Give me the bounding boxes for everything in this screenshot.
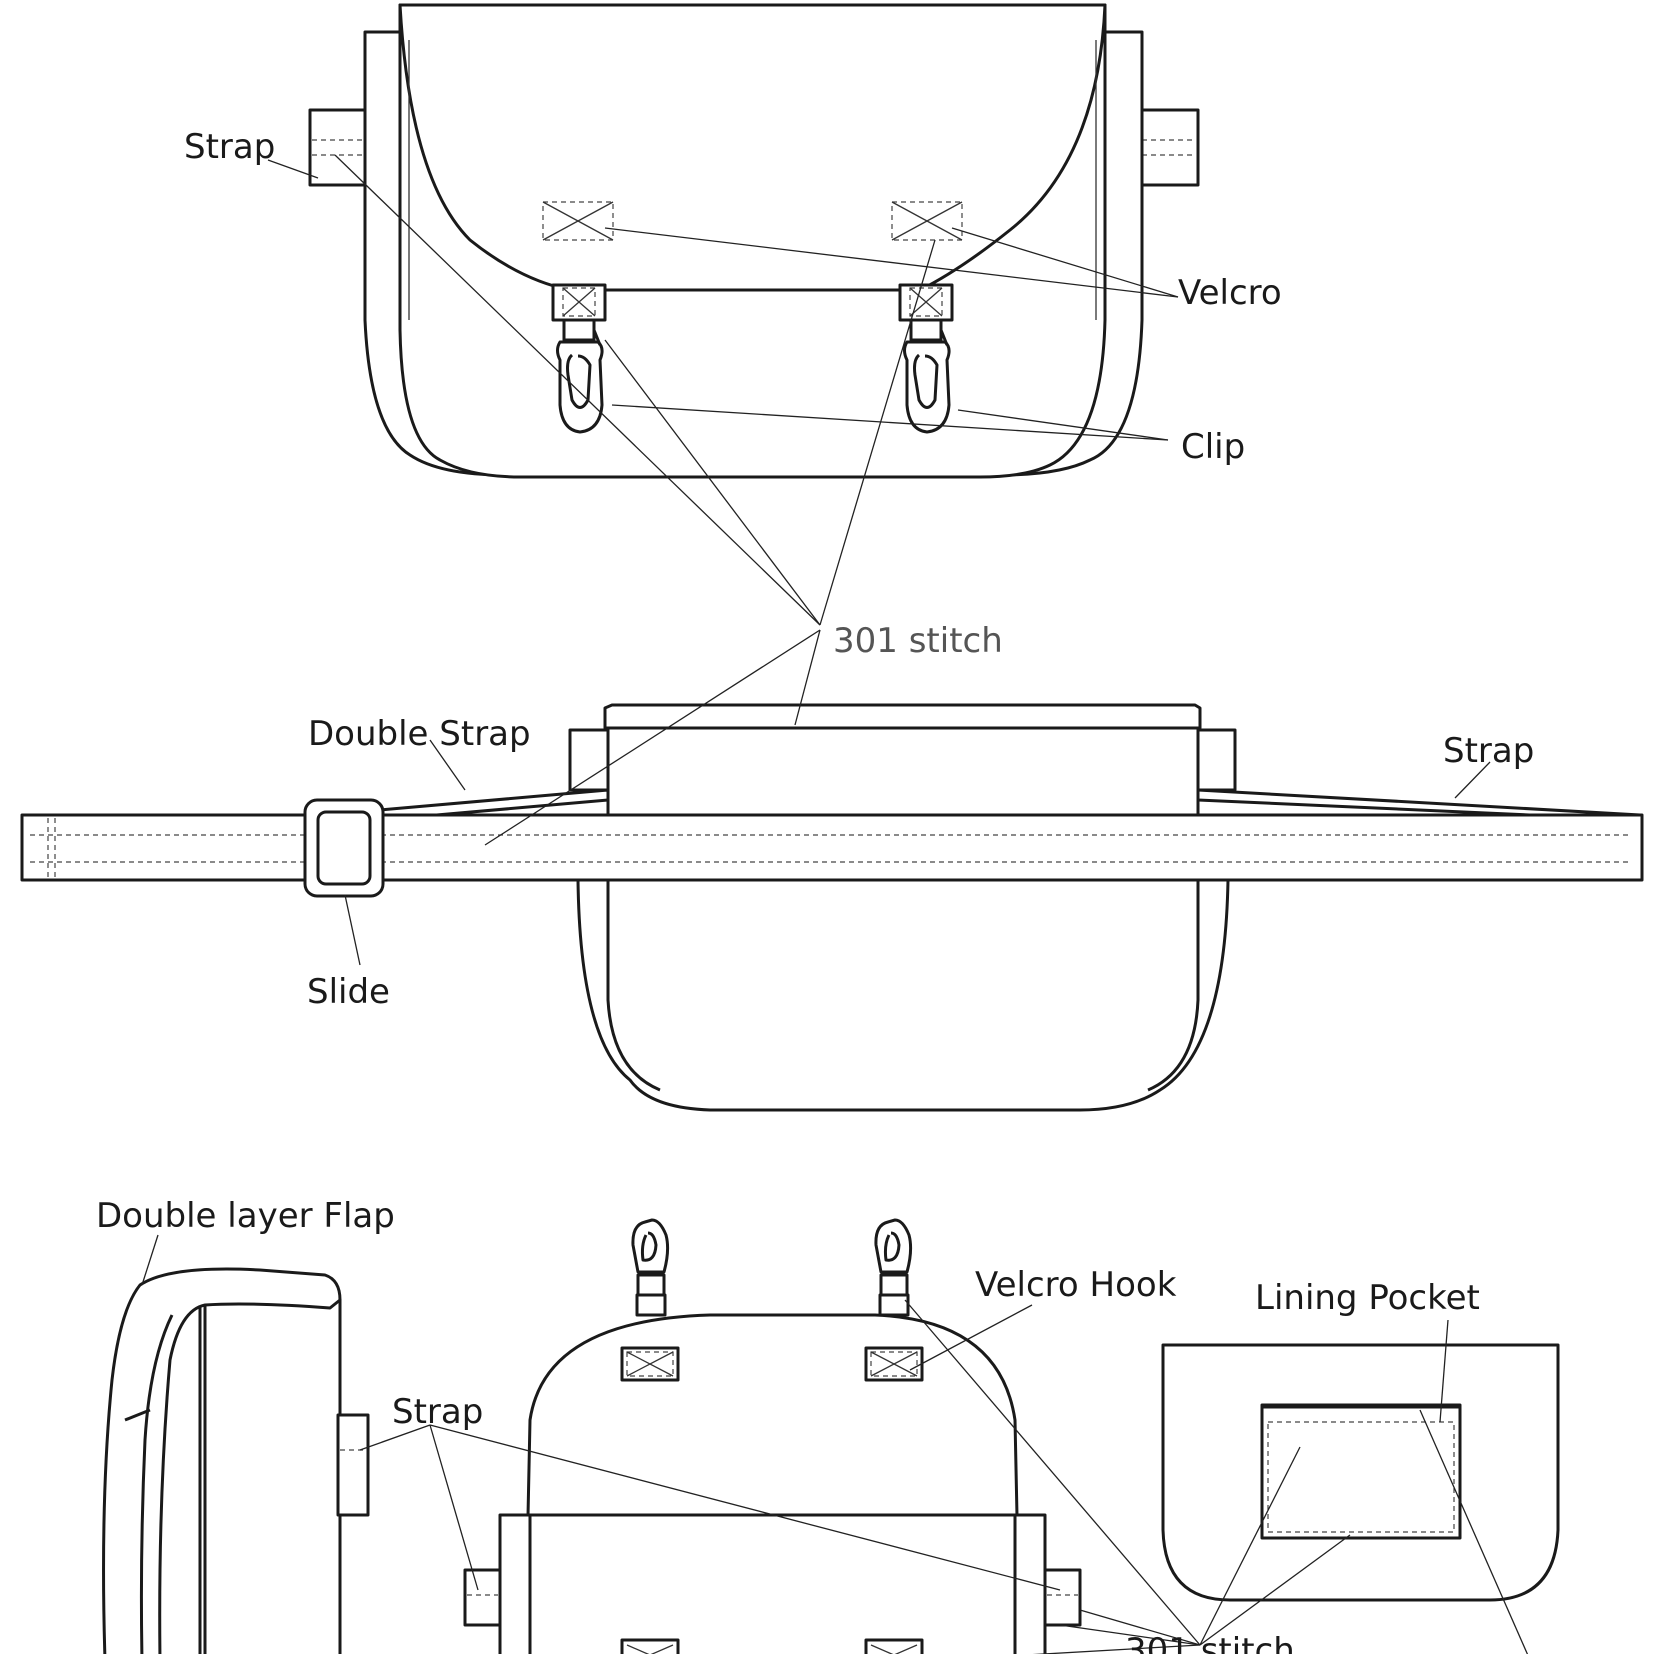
- label-strap-bottom: Strap: [392, 1392, 483, 1432]
- open-view-strap-tab-right: [1043, 1568, 1082, 1627]
- open-view-strap-tab-left: [463, 1568, 502, 1627]
- front-view: [308, 3, 1200, 479]
- velcro-patch-lower-right: [864, 1638, 924, 1654]
- front-right-strap-tab: [1138, 108, 1200, 187]
- label-double-layer-flap: Double layer Flap: [96, 1196, 395, 1236]
- side-profile-flap: [102, 1267, 342, 1654]
- label-clip: Clip: [1181, 427, 1245, 467]
- label-velcro: Velcro: [1178, 273, 1282, 313]
- side-profile-strap-tab: [336, 1413, 370, 1517]
- label-velcro-hook: Velcro Hook: [975, 1265, 1177, 1305]
- velcro-hook-patch-left: [620, 1346, 680, 1382]
- slide-buckle: [303, 798, 385, 898]
- open-view-clip-right: [874, 1218, 913, 1317]
- open-view-front-panel: [498, 1513, 1047, 1654]
- label-301-stitch-top: 301 stitch: [833, 621, 1003, 661]
- leader-lines: [141, 154, 1529, 1654]
- label-slide: Slide: [307, 972, 390, 1012]
- front-clip-left: [556, 318, 604, 434]
- strap-view-bag-body: [576, 878, 1230, 1112]
- lining-pocket: [1260, 1403, 1462, 1540]
- front-velcro-patch-left: [542, 201, 614, 241]
- velcro-patch-lower-left: [620, 1638, 680, 1654]
- open-view-clip-left: [631, 1218, 670, 1317]
- front-velcro-patch-right: [891, 201, 963, 241]
- labels: Strap Velcro Clip 301 stitch Double Stra…: [96, 127, 1534, 1654]
- strap-view: [20, 703, 1644, 1112]
- velcro-hook-patch-right: [864, 1346, 924, 1382]
- long-strap: [20, 813, 1644, 882]
- label-strap-top: Strap: [184, 127, 275, 167]
- open-front-view: [463, 1218, 1082, 1654]
- side-profile-back-panel: [198, 1298, 342, 1654]
- lining-view: [1161, 1343, 1560, 1602]
- label-301-stitch-bottom: 301 stitch: [1125, 1631, 1295, 1654]
- label-double-strap: Double Strap: [308, 714, 531, 754]
- side-profile-view: [102, 1267, 370, 1654]
- front-left-strap-tab: [308, 108, 370, 187]
- label-strap-right: Strap: [1443, 731, 1534, 771]
- front-clip-right: [903, 318, 951, 434]
- label-lining-pocket: Lining Pocket: [1255, 1278, 1480, 1318]
